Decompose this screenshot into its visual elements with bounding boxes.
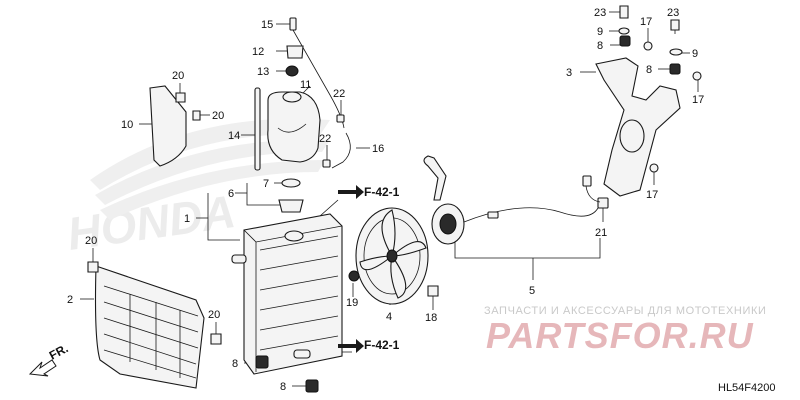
fan-wire bbox=[463, 207, 599, 223]
washer bbox=[669, 48, 683, 56]
callout-8a: 8 bbox=[597, 40, 603, 52]
hose-clip bbox=[289, 17, 297, 31]
grille-slats bbox=[103, 285, 199, 379]
callout-16: 16 bbox=[372, 143, 384, 155]
shop-logo: PARTSFOR.RU bbox=[486, 315, 754, 356]
o-ring bbox=[281, 178, 301, 188]
radiator-hose bbox=[331, 132, 351, 169]
stay-nut bbox=[649, 163, 659, 173]
callout-18: 18 bbox=[425, 312, 437, 324]
ref-label-bottom-text: F-42-1 bbox=[364, 338, 400, 352]
front-arrow-label: FR. bbox=[47, 341, 71, 362]
radiator bbox=[231, 213, 343, 375]
stay-nut bbox=[692, 71, 702, 81]
front-arrow: FR. bbox=[28, 341, 71, 377]
callout-19: 19 bbox=[346, 297, 358, 309]
callout-8d: 8 bbox=[280, 381, 286, 393]
callout-3: 3 bbox=[566, 67, 572, 79]
stay-bolt bbox=[619, 5, 629, 19]
hose-clamp bbox=[336, 114, 345, 123]
callout-11: 11 bbox=[300, 79, 311, 91]
callout-17c: 17 bbox=[646, 189, 658, 201]
radiator-grille bbox=[94, 265, 205, 389]
wire-plug bbox=[582, 175, 592, 187]
bolt bbox=[192, 110, 201, 121]
callout-13: 13 bbox=[257, 66, 269, 78]
wire-lead bbox=[585, 185, 601, 203]
filler-neck bbox=[278, 199, 304, 213]
stay-nut bbox=[643, 41, 653, 51]
callout-23b: 23 bbox=[667, 7, 679, 19]
overflow-hose bbox=[254, 87, 261, 171]
wire-connector bbox=[597, 197, 609, 209]
ref-label-top-text: F-42-1 bbox=[364, 185, 400, 199]
fan-bolt bbox=[427, 285, 439, 297]
stay-mount-rubber bbox=[669, 63, 681, 75]
callout-2: 2 bbox=[67, 294, 73, 306]
shop-tagline: ЗАПЧАСТИ И АКСЕССУАРЫ ДЛЯ МОТОТЕХНИКИ bbox=[484, 305, 766, 317]
reserve-tank-cap bbox=[286, 45, 304, 59]
diagram-code: HL54F4200 bbox=[718, 382, 776, 394]
reserve-tank bbox=[267, 91, 321, 163]
hose-clamp bbox=[322, 159, 331, 168]
callout-8b: 8 bbox=[646, 64, 652, 76]
callout-10: 10 bbox=[121, 119, 133, 131]
radiator-filler-cap bbox=[284, 230, 304, 242]
rubber-collar bbox=[255, 355, 269, 369]
callout-23a: 23 bbox=[594, 7, 606, 19]
callout-labels: 1 2 3 4 5 6 7 8 8 8 8 9 9 10 11 12 13 14… bbox=[67, 7, 704, 393]
callout-21: 21 bbox=[595, 227, 607, 239]
callout-22b: 22 bbox=[319, 133, 331, 145]
radiator-outlet bbox=[293, 349, 311, 359]
radiator-fins bbox=[259, 235, 339, 351]
callout-6: 6 bbox=[228, 188, 234, 200]
stay-bolt bbox=[670, 19, 680, 31]
callout-20a: 20 bbox=[172, 70, 184, 82]
bolt bbox=[87, 261, 99, 273]
callout-1: 1 bbox=[184, 213, 190, 225]
callout-9a: 9 bbox=[597, 26, 603, 38]
callout-7: 7 bbox=[263, 178, 269, 190]
bolt bbox=[210, 333, 222, 345]
callout-15: 15 bbox=[261, 19, 273, 31]
callout-5: 5 bbox=[529, 285, 535, 297]
fan-hub bbox=[386, 249, 398, 263]
grommet bbox=[285, 65, 299, 77]
fan-nut bbox=[348, 270, 360, 282]
callout-22a: 22 bbox=[333, 88, 345, 100]
radiator-stay bbox=[595, 35, 681, 197]
callout-20d: 20 bbox=[208, 309, 220, 321]
callout-17a: 17 bbox=[640, 16, 652, 28]
cooling-fan bbox=[355, 207, 429, 305]
callout-20b: 20 bbox=[212, 110, 224, 122]
fan-motor bbox=[423, 155, 465, 245]
rubber-collar bbox=[305, 379, 319, 393]
radiator-inlet bbox=[231, 254, 247, 264]
ref-label-top: F-42-1 bbox=[338, 185, 400, 199]
callout-9b: 9 bbox=[692, 48, 698, 60]
stay-mount-rubber bbox=[619, 35, 631, 47]
tank-mark bbox=[277, 123, 307, 133]
ref-label-bottom: F-42-1 bbox=[338, 338, 400, 353]
washer bbox=[618, 27, 630, 35]
reserve-tank-neck bbox=[282, 91, 302, 103]
callout-14: 14 bbox=[228, 130, 240, 142]
callout-20c: 20 bbox=[85, 235, 97, 247]
callout-12: 12 bbox=[252, 46, 264, 58]
side-cover bbox=[149, 85, 187, 167]
bolt bbox=[175, 92, 186, 103]
callout-8c: 8 bbox=[232, 358, 238, 370]
callout-4: 4 bbox=[386, 311, 392, 323]
wire-connector bbox=[487, 211, 499, 219]
callout-17b: 17 bbox=[692, 94, 704, 106]
